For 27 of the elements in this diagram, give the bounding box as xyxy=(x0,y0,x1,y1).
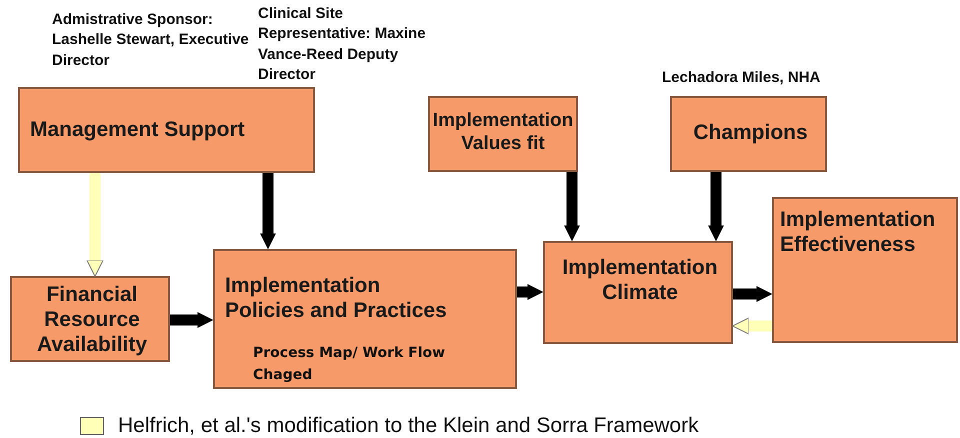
box-label: Implementation Policies and Practices xyxy=(225,273,448,324)
process-box xyxy=(670,96,827,172)
box-label: Implementation Climate xyxy=(561,255,719,306)
box-label: Champions xyxy=(692,120,809,146)
role-note: Lechadora Miles, NHA xyxy=(662,68,822,88)
process-box xyxy=(428,96,578,172)
process-box xyxy=(543,241,733,344)
box-label: Management Support xyxy=(30,117,246,142)
role-note: Clinical Site Representative: Maxine Vance-Reed Deputy Director xyxy=(258,4,427,85)
box-label: Implementation Values fit xyxy=(432,110,574,156)
box-note: Process Map/ Work Flow Chaged xyxy=(253,344,446,385)
legend-label: Helfrich, et al.'s modification to the Klein and Sorra Framework xyxy=(118,414,699,438)
block-arrow xyxy=(732,318,772,334)
block-arrow xyxy=(564,172,580,242)
block-arrow xyxy=(517,284,544,300)
box-label: Implementation Effectiveness xyxy=(780,207,936,258)
process-box xyxy=(213,249,517,389)
process-box xyxy=(772,197,958,343)
block-arrow xyxy=(708,172,724,242)
block-arrow xyxy=(86,173,104,277)
process-box xyxy=(18,87,315,173)
box-label: Financial Resource Availability xyxy=(36,282,148,358)
block-arrow xyxy=(733,286,772,302)
process-box xyxy=(10,276,170,362)
role-note: Admistrative Sponsor: Lashelle Stewart, Executive Director xyxy=(52,10,250,70)
block-arrow xyxy=(260,173,276,250)
block-arrow xyxy=(170,312,214,328)
